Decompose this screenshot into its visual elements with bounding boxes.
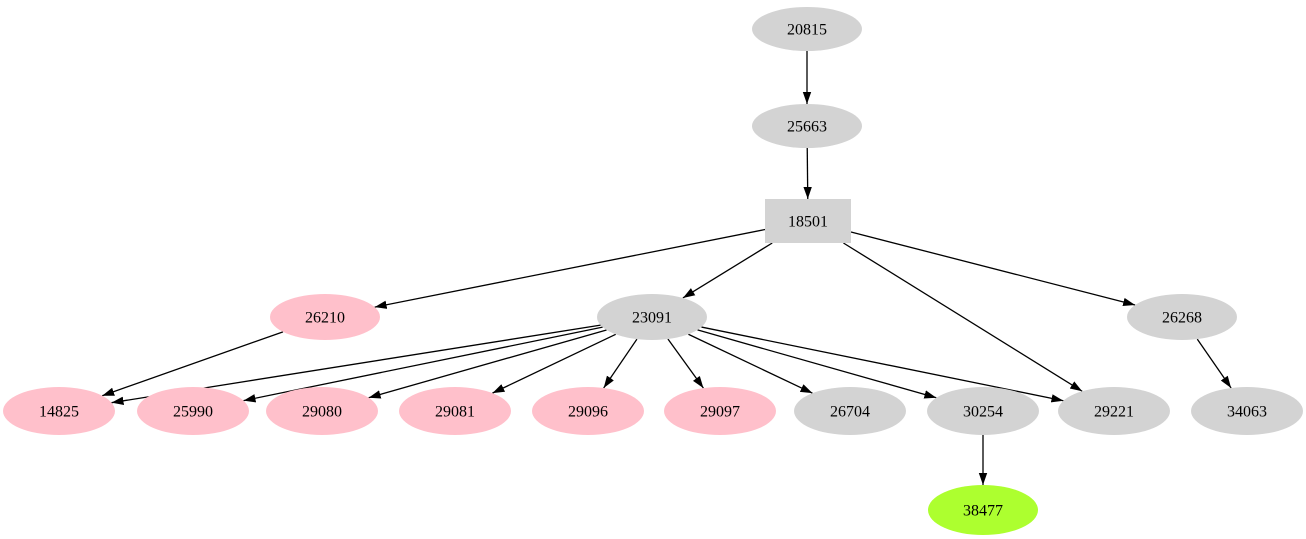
node-label: 25990 bbox=[173, 404, 213, 421]
edge-23091-26704 bbox=[688, 333, 813, 394]
node-label: 30254 bbox=[963, 404, 1003, 421]
node-label: 29221 bbox=[1094, 404, 1134, 421]
graph-node-25663: 25663 bbox=[752, 104, 862, 148]
graph-node-25990: 25990 bbox=[137, 387, 249, 435]
node-ellipse-shape bbox=[928, 485, 1038, 535]
graph-node-30254: 30254 bbox=[927, 387, 1039, 435]
node-ellipse-shape bbox=[927, 387, 1039, 435]
edge-25663-18501 bbox=[803, 147, 812, 200]
node-label: 25663 bbox=[787, 119, 827, 136]
node-ellipse-shape bbox=[137, 387, 249, 435]
edge-23091-29081 bbox=[492, 333, 617, 394]
node-label: 29096 bbox=[568, 404, 608, 421]
edge-23091-29097 bbox=[667, 338, 704, 389]
edge-23091-29221 bbox=[701, 326, 1064, 403]
node-label: 20815 bbox=[787, 22, 827, 39]
node-label: 14825 bbox=[39, 404, 79, 421]
graph-node-14825: 14825 bbox=[3, 387, 115, 435]
node-label: 29080 bbox=[302, 404, 342, 421]
node-ellipse-shape bbox=[1191, 387, 1303, 435]
edge-18501-26210 bbox=[374, 228, 766, 309]
graph-node-29097: 29097 bbox=[664, 387, 776, 435]
graph-node-29221: 29221 bbox=[1058, 387, 1170, 435]
node-ellipse-shape bbox=[270, 294, 380, 340]
edge-layer bbox=[101, 51, 1232, 485]
edge-26210-14825 bbox=[101, 331, 284, 397]
node-layer: 20815 25663 18501 26210 23091 26268 14825 25990… bbox=[3, 7, 1303, 535]
graph-node-26268: 26268 bbox=[1127, 294, 1237, 340]
node-label: 38477 bbox=[963, 503, 1003, 520]
graph-node-18501: 18501 bbox=[765, 199, 851, 243]
edge-23091-29096 bbox=[603, 338, 638, 389]
edge-18501-26268 bbox=[850, 231, 1136, 307]
node-ellipse-shape bbox=[794, 387, 906, 435]
node-label: 26210 bbox=[305, 310, 345, 327]
node-label: 23091 bbox=[632, 310, 672, 327]
node-box-shape bbox=[765, 199, 851, 243]
node-label: 29081 bbox=[435, 404, 475, 421]
node-label: 18501 bbox=[788, 214, 828, 231]
graph-node-29096: 29096 bbox=[532, 387, 644, 435]
node-label: 26704 bbox=[830, 404, 870, 421]
node-label: 26268 bbox=[1162, 310, 1202, 327]
graph-node-26210: 26210 bbox=[270, 294, 380, 340]
node-ellipse-shape bbox=[3, 387, 115, 435]
graph-node-20815: 20815 bbox=[752, 7, 862, 51]
graph-node-26704: 26704 bbox=[794, 387, 906, 435]
edge-23091-29080 bbox=[368, 329, 607, 399]
graph-node-38477: 38477 bbox=[928, 485, 1038, 535]
edge-23091-30254 bbox=[697, 329, 937, 399]
node-label: 34063 bbox=[1227, 404, 1267, 421]
graph-node-29081: 29081 bbox=[399, 387, 511, 435]
node-ellipse-shape bbox=[266, 387, 378, 435]
node-ellipse-shape bbox=[752, 7, 862, 51]
node-ellipse-shape bbox=[1127, 294, 1237, 340]
node-label: 29097 bbox=[700, 404, 740, 421]
graph-node-29080: 29080 bbox=[266, 387, 378, 435]
edge-18501-29221 bbox=[843, 242, 1083, 392]
node-ellipse-shape bbox=[399, 387, 511, 435]
node-ellipse-shape bbox=[664, 387, 776, 435]
node-ellipse-shape bbox=[532, 387, 644, 435]
edge-26268-34063 bbox=[1196, 338, 1232, 389]
edge-18501-23091 bbox=[682, 242, 773, 299]
node-ellipse-shape bbox=[597, 294, 707, 340]
node-ellipse-shape bbox=[752, 104, 862, 148]
graph-node-34063: 34063 bbox=[1191, 387, 1303, 435]
graph-node-23091: 23091 bbox=[597, 294, 707, 340]
node-ellipse-shape bbox=[1058, 387, 1170, 435]
